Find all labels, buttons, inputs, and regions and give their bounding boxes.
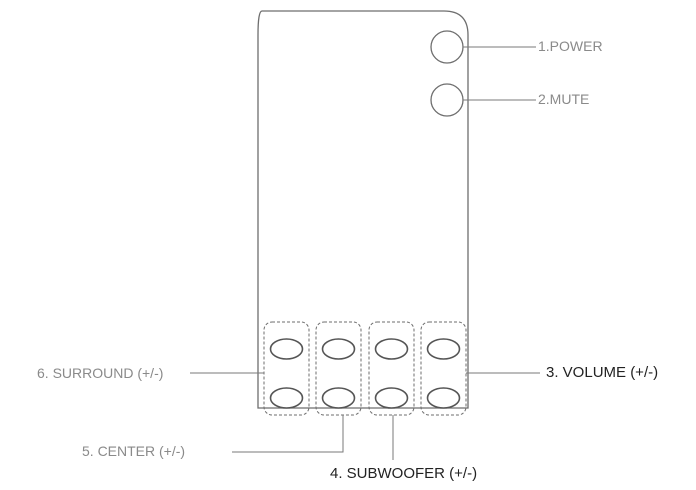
remote-body: [257, 10, 469, 409]
surround-plus-button[interactable]: [269, 338, 304, 360]
volume-minus-button[interactable]: [426, 387, 461, 409]
center-leader-line: [232, 415, 344, 453]
surround-control-group: [263, 321, 310, 416]
center-control-group: [315, 321, 362, 416]
center-minus-button[interactable]: [321, 387, 356, 409]
power-button[interactable]: [430, 30, 464, 64]
subwoofer-plus-button[interactable]: [374, 338, 409, 360]
mute-button[interactable]: [430, 83, 464, 117]
volume-label: 3. VOLUME (+/-): [546, 364, 659, 381]
center-label: 5. CENTER (+/-): [82, 443, 186, 459]
subwoofer-label: 4. SUBWOOFER (+/-): [330, 465, 478, 482]
surround-minus-button[interactable]: [269, 387, 304, 409]
surround-label: 6. SURROUND (+/-): [37, 365, 164, 381]
subwoofer-minus-button[interactable]: [374, 387, 409, 409]
volume-plus-button[interactable]: [426, 338, 461, 360]
center-plus-button[interactable]: [321, 338, 356, 360]
volume-control-group: [420, 321, 467, 416]
subwoofer-control-group: [368, 321, 415, 416]
power-label: 1.POWER: [538, 38, 603, 54]
mute-label: 2.MUTE: [538, 91, 590, 107]
